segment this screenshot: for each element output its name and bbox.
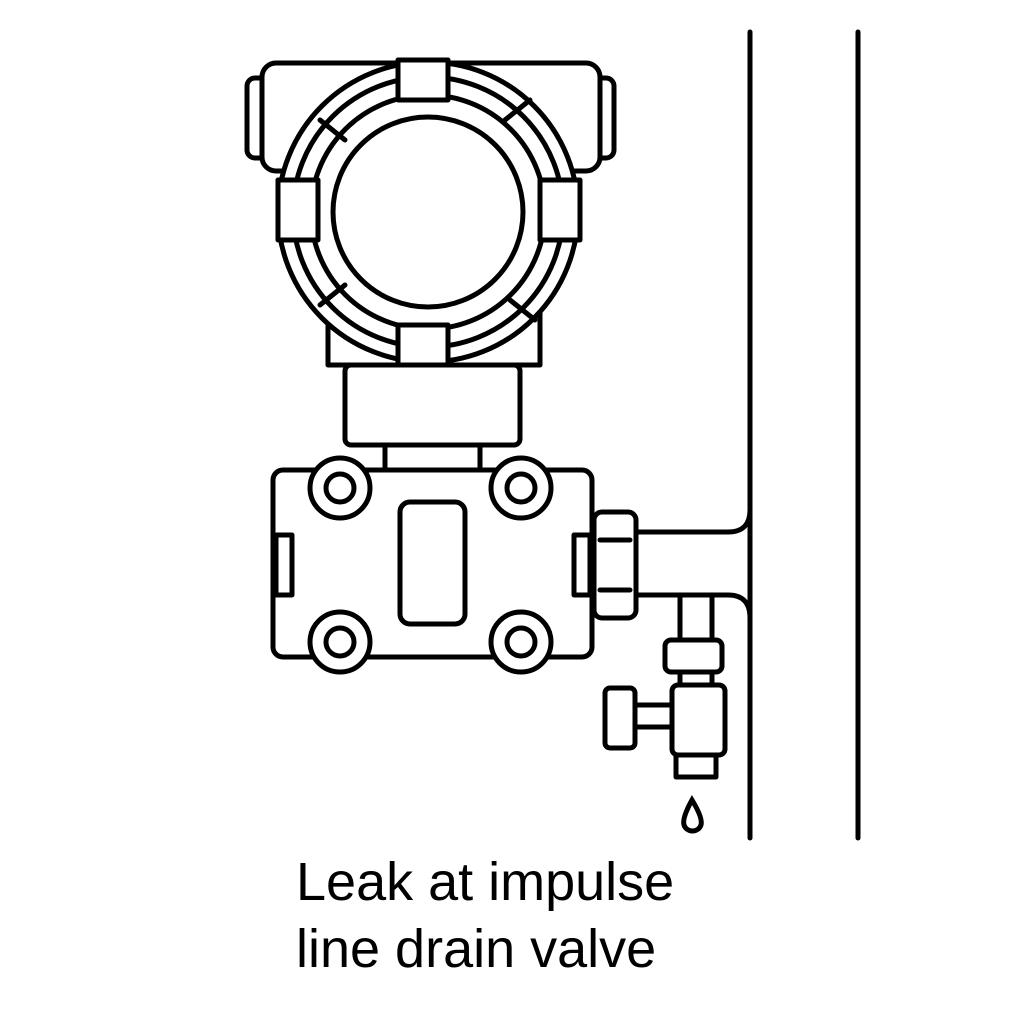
neck: [342, 362, 523, 475]
process-pipe: [747, 29, 861, 841]
bolt: [307, 609, 373, 675]
electronics-housing: [244, 57, 617, 368]
sensor-body: [270, 455, 595, 675]
bolt: [488, 455, 554, 521]
leak-drop-icon: [681, 795, 704, 834]
caption-line-2: line drain valve: [296, 919, 657, 979]
hex-fitting: [591, 509, 639, 621]
housing-cover-notches: [275, 57, 583, 368]
caption-line-1: Leak at impulse: [296, 852, 675, 912]
bolt: [488, 609, 554, 675]
bolt: [307, 455, 373, 521]
display-window: [330, 114, 526, 310]
drain-valve: [602, 592, 728, 780]
